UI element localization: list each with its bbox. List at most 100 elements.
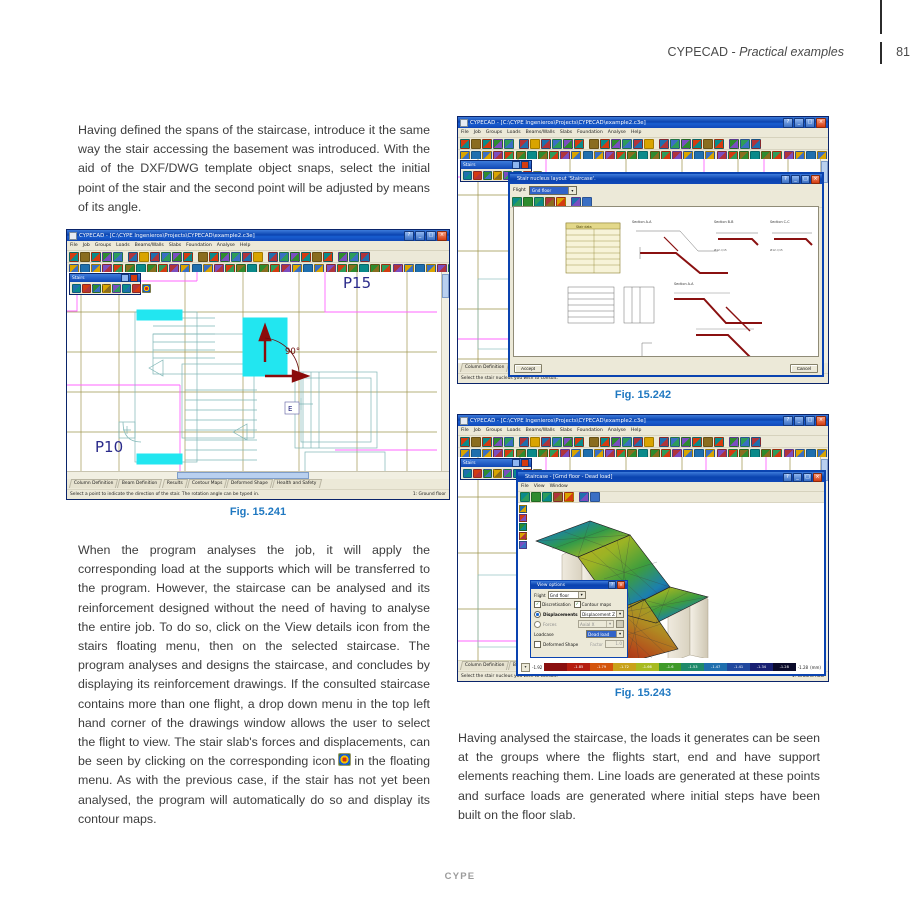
toolbar-icon[interactable]: [530, 436, 540, 447]
toolbar-icon[interactable]: [482, 436, 492, 447]
toolbar-icon[interactable]: [600, 436, 610, 447]
palette-buttons[interactable]: [70, 282, 151, 294]
toolbar-icon[interactable]: [504, 138, 514, 149]
toolbar-icon[interactable]: [460, 138, 470, 149]
toolbar-icon[interactable]: [622, 138, 632, 149]
horizontal-scrollbar[interactable]: [67, 471, 449, 479]
drawing-canvas[interactable]: 90° E P15 P10: [67, 272, 449, 479]
toolbar-icon[interactable]: [519, 436, 529, 447]
zoom-icon[interactable]: [519, 505, 527, 513]
toolbar-icon[interactable]: [102, 251, 112, 262]
toolbar-icon[interactable]: [574, 436, 584, 447]
toolbar-icon[interactable]: [231, 251, 241, 262]
move-stair-icon[interactable]: [483, 170, 492, 180]
help-button[interactable]: ?: [783, 415, 793, 426]
new-stair-icon[interactable]: [72, 283, 81, 293]
toolbar-icon[interactable]: [504, 436, 514, 447]
toolbar-icon[interactable]: [659, 138, 669, 149]
edit-stair-icon[interactable]: [82, 283, 91, 293]
menu-beams-walls[interactable]: Beams/Walls: [134, 243, 164, 248]
toolbar-icon[interactable]: [828, 151, 829, 161]
tab-results[interactable]: Results: [161, 479, 188, 488]
toolbar-icon[interactable]: [268, 251, 278, 262]
close-button[interactable]: ×: [437, 230, 447, 241]
palette-close-icon[interactable]: [130, 274, 138, 282]
view-options-flight-dropdown[interactable]: Gnd floor ▾: [547, 591, 586, 599]
toolbar-icon[interactable]: [541, 436, 551, 447]
view-options-flight-row[interactable]: Flight Gnd floor ▾: [534, 591, 624, 599]
toolbar-icon[interactable]: [703, 436, 713, 447]
minimize-button[interactable]: _: [415, 230, 425, 241]
menu-groups[interactable]: Groups: [94, 243, 112, 248]
deformed-shape-row[interactable]: Deformed Shape Factor 1.0: [534, 640, 624, 648]
toolbar-icon[interactable]: [633, 436, 643, 447]
toolbar-icon[interactable]: [349, 251, 359, 262]
toolbar-icon[interactable]: [531, 492, 541, 502]
menu-foundation[interactable]: Foundation: [577, 130, 603, 135]
window-controls[interactable]: ? _ □ ×: [783, 117, 826, 128]
rotate-stair-icon[interactable]: [122, 283, 131, 293]
accept-button[interactable]: Accept: [514, 364, 543, 373]
toolbar-icon[interactable]: [113, 251, 123, 262]
palette-controls[interactable]: [512, 459, 529, 467]
maximize-button[interactable]: □: [805, 415, 815, 426]
displacements-dropdown[interactable]: Displacement Z ▾: [580, 610, 624, 618]
cancel-button[interactable]: Cancel: [789, 364, 818, 373]
toolbar-icon[interactable]: [471, 436, 481, 447]
contour-maps-checkbox[interactable]: ✓ Contour maps: [573, 601, 611, 608]
delete-stair-icon[interactable]: [102, 283, 111, 293]
figure-15-241-window[interactable]: CYPECAD - [C:\CYPE Ingenieros\Projects\C…: [66, 229, 450, 500]
toolbar-icon[interactable]: [574, 138, 584, 149]
toolbar-icon[interactable]: [681, 436, 691, 447]
palette-minimize-icon[interactable]: [512, 459, 520, 467]
chevron-down-icon[interactable]: ▾: [616, 611, 623, 617]
palette-minimize-icon[interactable]: [121, 274, 129, 282]
tab-column-definition[interactable]: Column Definition: [68, 479, 119, 488]
menu-job[interactable]: Job: [473, 428, 481, 433]
toolbar-icon[interactable]: [360, 251, 370, 262]
menu-beams-walls[interactable]: Beams/Walls: [525, 130, 555, 135]
print-icon[interactable]: [519, 532, 527, 540]
close-button[interactable]: ×: [816, 117, 826, 128]
close-button[interactable]: ×: [816, 415, 826, 426]
vertical-scrollbar[interactable]: [441, 272, 449, 479]
figure-15-243-window[interactable]: CYPECAD - [C:\CYPE Ingenieros\Projects\C…: [457, 414, 829, 682]
toolbar-icon[interactable]: [714, 436, 724, 447]
toolbar-icon[interactable]: [312, 251, 322, 262]
menu-file[interactable]: File: [70, 243, 78, 248]
view-options-close-button[interactable]: ×: [617, 581, 625, 589]
toolbar-icon[interactable]: [644, 436, 654, 447]
palette-close-icon[interactable]: [521, 459, 529, 467]
help-button[interactable]: ?: [404, 230, 414, 241]
chevron-down-icon[interactable]: ▾: [616, 631, 623, 637]
toolbar-icon[interactable]: [751, 138, 761, 149]
toolbar-icon[interactable]: [692, 138, 702, 149]
toolbar-icon[interactable]: [714, 138, 724, 149]
dialog-flight-row[interactable]: Flight Gnd floor ▾: [510, 184, 822, 197]
dialog-button-row[interactable]: Accept Cancel: [514, 364, 818, 373]
toolbar-icon[interactable]: [338, 251, 348, 262]
view-options-controls[interactable]: ? ×: [608, 581, 625, 589]
toolbar-icon[interactable]: [80, 251, 90, 262]
menu-loads[interactable]: Loads: [116, 243, 130, 248]
scroll-thumb[interactable]: [442, 274, 449, 298]
toolbar-row-1[interactable]: [458, 138, 828, 150]
stair-nucleus-layout-dialog[interactable]: Stair nucleus layout 'Staircase'. ? _ □ …: [508, 172, 824, 377]
staircase-minimize-button[interactable]: _: [793, 472, 802, 482]
stairs-floating-palette[interactable]: Stairs: [69, 273, 151, 295]
staircase-maximize-button[interactable]: □: [803, 472, 812, 482]
flight-dropdown[interactable]: Gnd floor ▾: [528, 186, 577, 195]
menu-file[interactable]: File: [461, 130, 469, 135]
tab-deformed-shape[interactable]: Deformed Shape: [226, 479, 274, 488]
staircase-menu-view[interactable]: View: [533, 484, 545, 489]
new-stair-icon[interactable]: [463, 170, 472, 180]
toolbar-icon[interactable]: [301, 251, 311, 262]
toolbar-icon[interactable]: [552, 138, 562, 149]
toolbar-icon[interactable]: [681, 138, 691, 149]
displacements-row[interactable]: Displacements Displacement Z ▾: [534, 610, 624, 618]
loadcase-dropdown[interactable]: Dead load ▾: [586, 630, 624, 638]
toolbar-icon[interactable]: [198, 251, 208, 262]
toolbar-icon[interactable]: [520, 492, 530, 502]
chevron-down-icon[interactable]: ▾: [567, 187, 576, 194]
toolbar-icon[interactable]: [220, 251, 230, 262]
